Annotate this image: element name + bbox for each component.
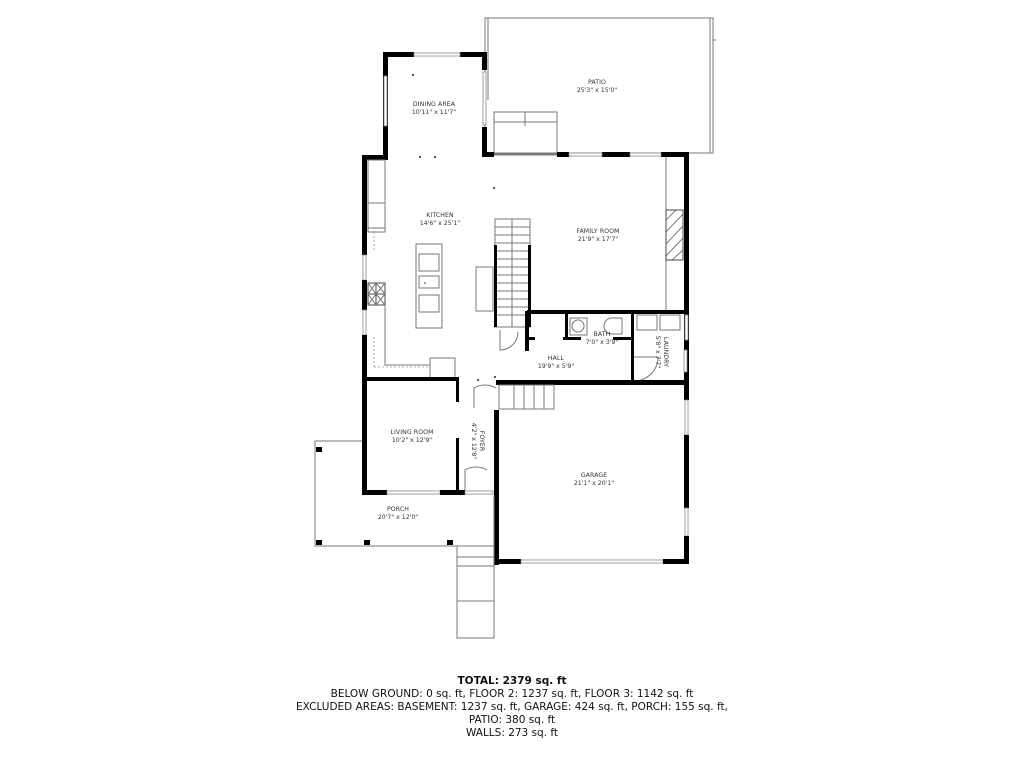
toilet-icon bbox=[603, 317, 623, 335]
svg-text:19'9" x 5'9": 19'9" x 5'9" bbox=[538, 363, 575, 370]
svg-text:LIVING ROOM: LIVING ROOM bbox=[390, 429, 433, 436]
room-label-garage: GARAGE 21'1" x 20'1" bbox=[574, 472, 614, 487]
svg-text:DINING AREA: DINING AREA bbox=[413, 101, 456, 108]
svg-text:KITCHEN: KITCHEN bbox=[426, 212, 454, 219]
svg-text:10'2" x 12'9": 10'2" x 12'9" bbox=[392, 437, 432, 444]
excluded-areas: EXCLUDED AREAS: BASEMENT: 1237 sq. ft, G… bbox=[296, 701, 728, 713]
svg-text:21'1" x 20'1": 21'1" x 20'1" bbox=[574, 480, 614, 487]
porch-area bbox=[314, 440, 495, 639]
dining-area-walls bbox=[383, 52, 494, 157]
kitchen-counters bbox=[367, 159, 494, 379]
svg-text:4'2" x 12'8": 4'2" x 12'8" bbox=[470, 423, 477, 460]
living-room-walls bbox=[362, 377, 494, 495]
stove-icon bbox=[367, 282, 386, 306]
svg-text:10'11" x 11'7": 10'11" x 11'7" bbox=[412, 109, 456, 116]
sink-icon bbox=[569, 317, 588, 336]
fireplace-icon bbox=[665, 157, 684, 310]
walls-area: WALLS: 273 sq. ft bbox=[465, 727, 559, 739]
svg-text:5'8" x 7'7": 5'8" x 7'7" bbox=[654, 336, 661, 369]
svg-text:PATIO: PATIO bbox=[588, 79, 606, 86]
room-label-family-room: FAMILY ROOM 21'9" x 17'7" bbox=[576, 228, 619, 243]
room-label-patio: PATIO 25'3" x 15'0" bbox=[577, 79, 617, 94]
svg-text:BATH: BATH bbox=[594, 331, 611, 338]
patio-area-text: PATIO: 380 sq. ft bbox=[468, 714, 556, 726]
lower-walls bbox=[362, 377, 689, 565]
room-label-dining-area: DINING AREA 10'11" x 11'7" bbox=[412, 101, 456, 116]
hall-bath-laundry-walls bbox=[527, 310, 688, 382]
patio-area bbox=[484, 17, 716, 155]
area-summary: TOTAL: 2379 sq. ft BELOW GROUND: 0 sq. f… bbox=[0, 675, 1024, 740]
svg-text:21'9" x 17'7": 21'9" x 17'7" bbox=[578, 236, 618, 243]
room-label-kitchen: KITCHEN 14'6" x 25'1" bbox=[420, 212, 460, 227]
svg-text:7'0" x 3'9": 7'0" x 3'9" bbox=[586, 339, 619, 346]
svg-text:PORCH: PORCH bbox=[387, 506, 409, 513]
main-staircase bbox=[494, 218, 531, 351]
svg-text:HALL: HALL bbox=[548, 355, 565, 362]
svg-text:FOYER: FOYER bbox=[478, 431, 485, 452]
total-area: TOTAL: 2379 sq. ft bbox=[457, 675, 567, 687]
svg-text:FAMILY ROOM: FAMILY ROOM bbox=[576, 228, 619, 235]
svg-text:GARAGE: GARAGE bbox=[581, 472, 608, 479]
fixture-dots bbox=[412, 74, 496, 381]
svg-text:LAUNDRY: LAUNDRY bbox=[662, 337, 669, 367]
svg-text:14'6" x 25'1": 14'6" x 25'1" bbox=[420, 220, 460, 227]
floor-areas: BELOW GROUND: 0 sq. ft, FLOOR 2: 1237 sq… bbox=[330, 688, 694, 700]
kitchen-island bbox=[415, 243, 443, 329]
svg-text:20'7" x 12'0": 20'7" x 12'0" bbox=[378, 514, 418, 521]
room-label-bath: BATH 7'0" x 3'9" bbox=[586, 331, 619, 346]
room-label-hall: HALL 19'9" x 5'9" bbox=[538, 355, 575, 370]
room-label-porch: PORCH 20'7" x 12'0" bbox=[378, 506, 418, 521]
room-label-laundry: LAUNDRY 5'8" x 7'7" bbox=[654, 336, 669, 369]
room-label-foyer: FOYER 4'2" x 12'8" bbox=[470, 423, 485, 460]
room-label-living-room: LIVING ROOM 10'2" x 12'9" bbox=[390, 429, 433, 444]
svg-text:25'3" x 15'0": 25'3" x 15'0" bbox=[577, 87, 617, 94]
